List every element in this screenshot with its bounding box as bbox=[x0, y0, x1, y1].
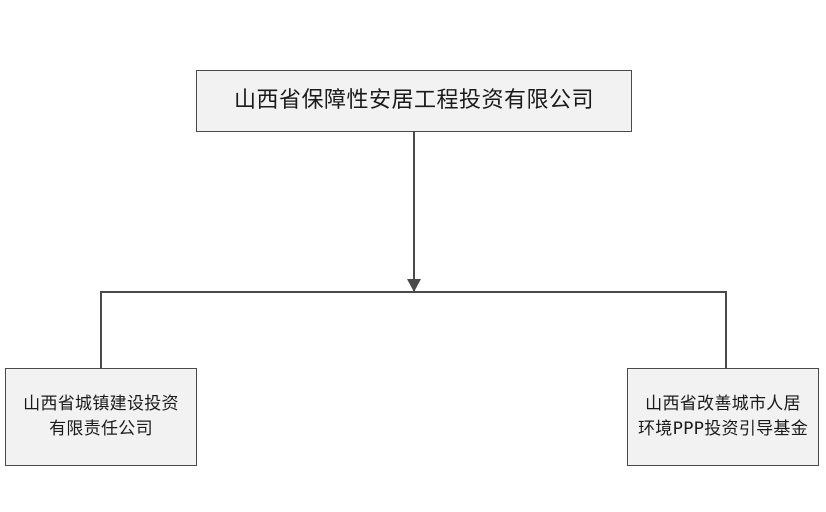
arrow-down-icon bbox=[407, 279, 421, 292]
connector-drop-right bbox=[725, 291, 727, 368]
org-node-child-right[interactable]: 山西省改善城市人居 环境PPP投资引导基金 bbox=[627, 368, 819, 466]
org-node-root[interactable]: 山西省保障性安居工程投资有限公司 bbox=[196, 70, 632, 132]
connector-drop-left bbox=[100, 291, 102, 368]
connector-horizontal-bus bbox=[100, 291, 727, 293]
connector-trunk-vertical bbox=[413, 132, 415, 292]
org-node-root-label: 山西省保障性安居工程投资有限公司 bbox=[233, 88, 594, 114]
org-node-child-right-label: 山西省改善城市人居 环境PPP投资引导基金 bbox=[637, 394, 809, 439]
org-node-child-left[interactable]: 山西省城镇建设投资 有限责任公司 bbox=[5, 368, 197, 466]
org-node-child-left-label: 山西省城镇建设投资 有限责任公司 bbox=[23, 394, 179, 439]
